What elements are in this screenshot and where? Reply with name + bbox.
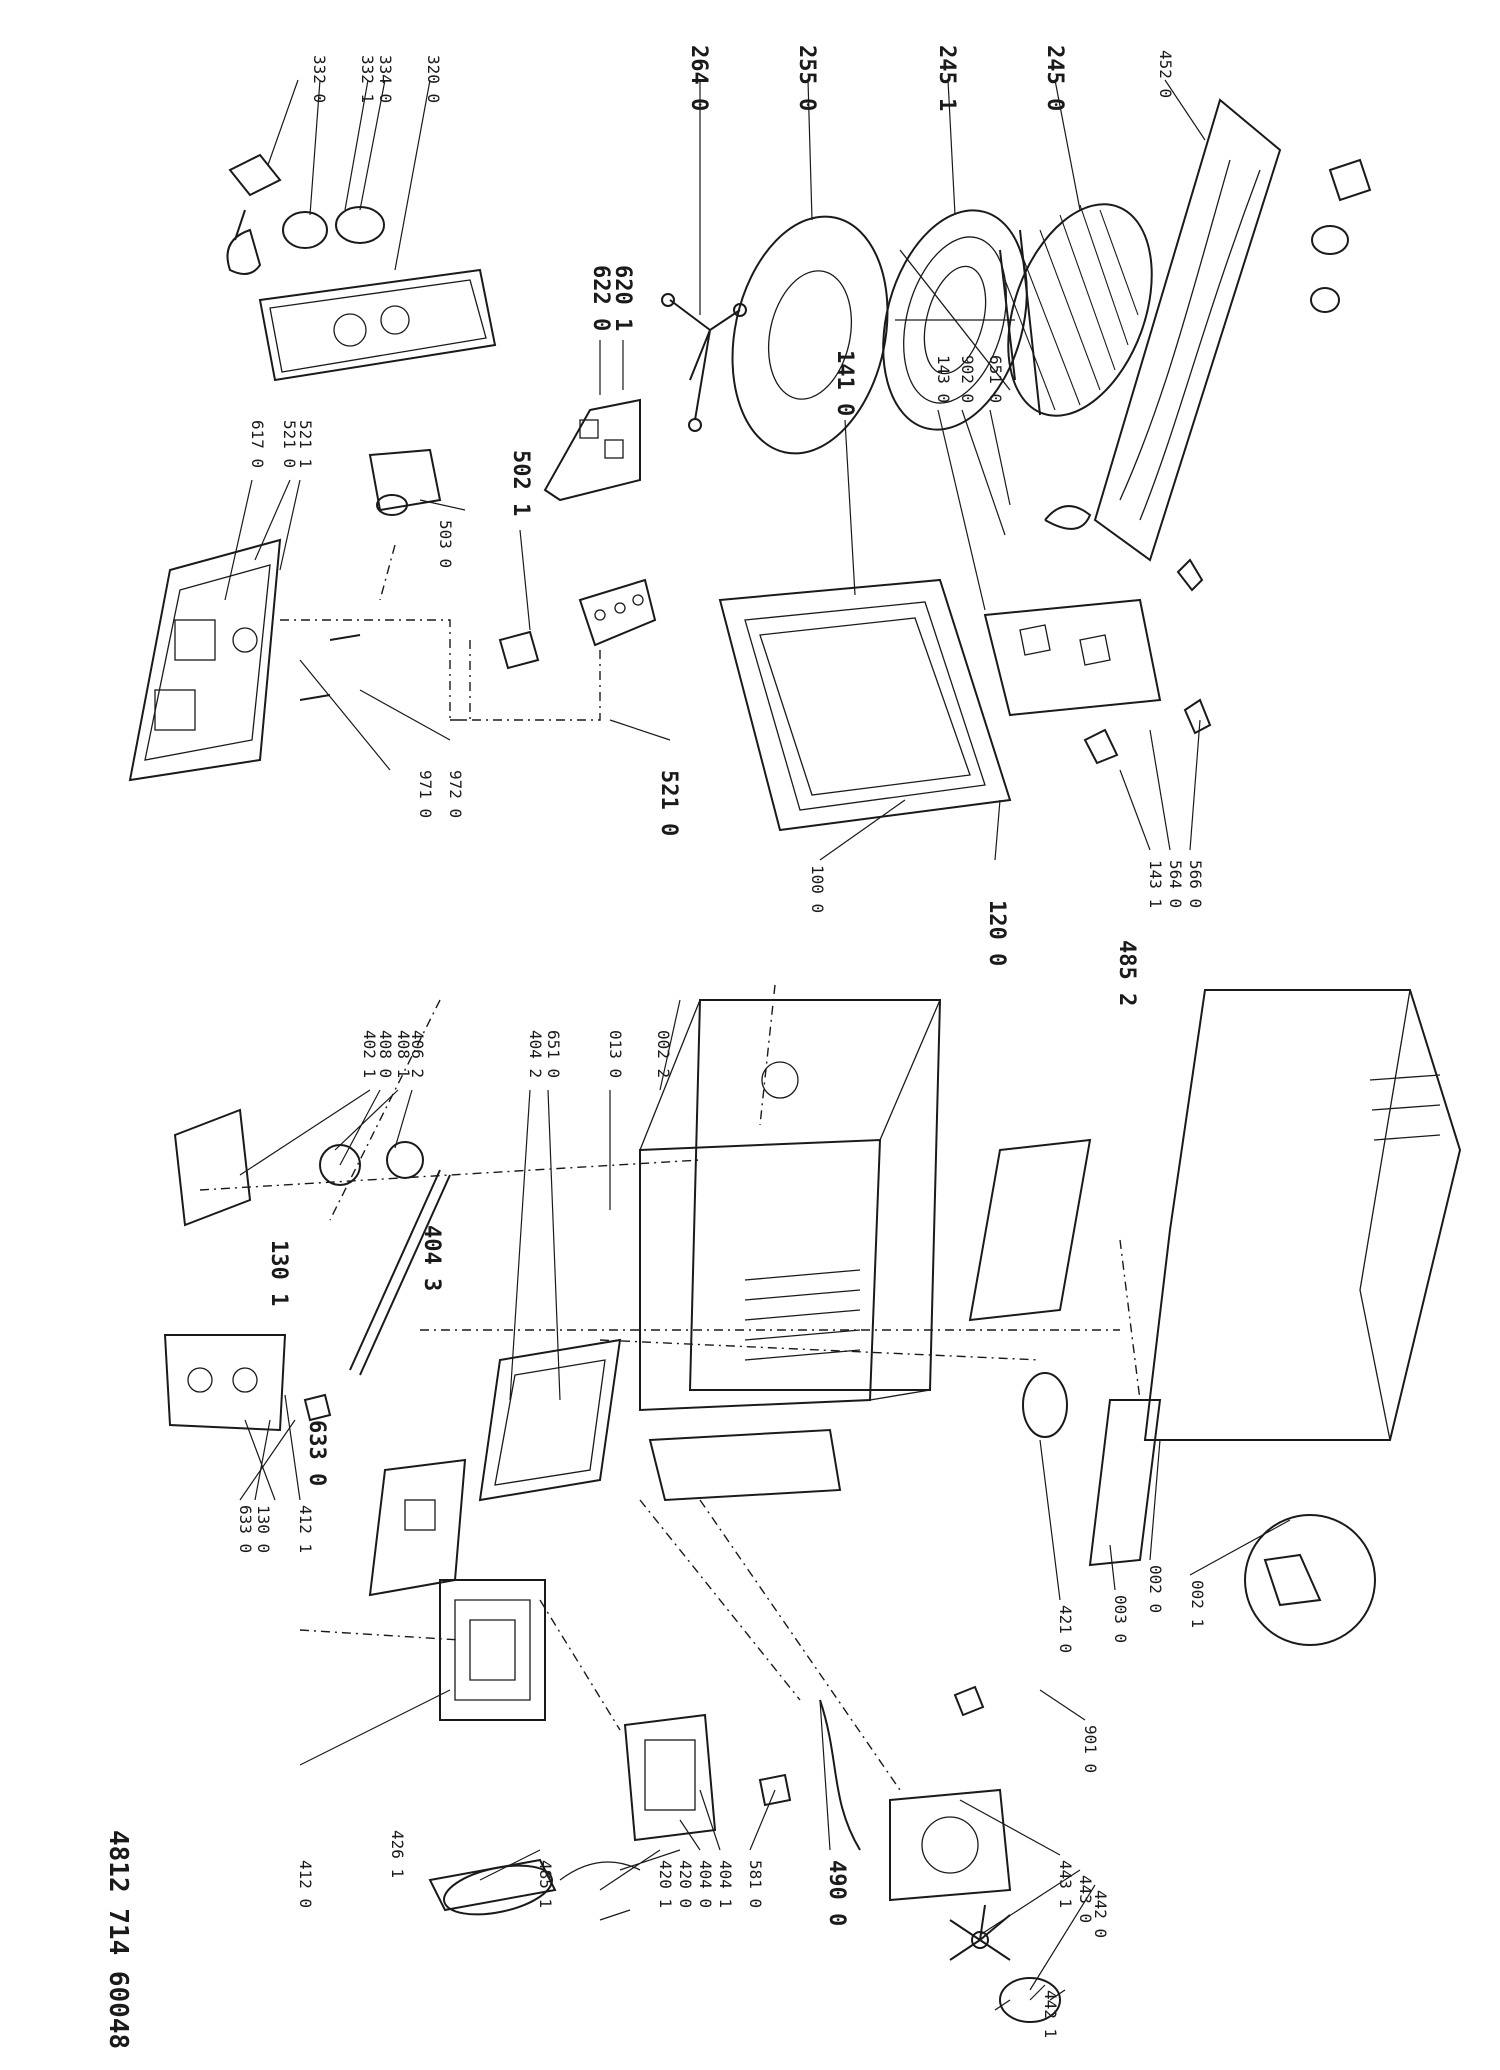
label-502-1: 502 1 xyxy=(508,450,533,516)
label-120-0: 120 0 xyxy=(984,900,1009,966)
capacitor-icon xyxy=(428,1858,641,1921)
magnetron-icon xyxy=(623,1713,717,1842)
grill-rack-icon xyxy=(999,203,1153,417)
label-485-1: 485 1 xyxy=(536,1860,555,1908)
label-408-1: 408 1 xyxy=(394,1030,413,1078)
label-971-0: 971 0 xyxy=(416,770,435,818)
glass-turntable-icon xyxy=(731,215,889,455)
label-485-2: 485 2 xyxy=(1114,940,1139,1006)
switch-module-icon xyxy=(368,448,657,670)
transformer-icon xyxy=(439,1579,546,1721)
label-633-0-a: 633 0 xyxy=(304,1420,329,1486)
label-443-1: 443 1 xyxy=(1056,1860,1075,1908)
label-402-1: 402 1 xyxy=(360,1030,379,1078)
label-013-0: 013 0 xyxy=(606,1030,625,1078)
label-503-0: 503 0 xyxy=(436,520,455,568)
turntable-motor-icon xyxy=(173,1108,451,1376)
hv-diode-plate-icon xyxy=(368,1458,467,1597)
label-412-0: 412 0 xyxy=(296,1860,315,1908)
door-icon xyxy=(718,578,1012,832)
waveguide-bracket-icon xyxy=(478,1338,622,1502)
label-420-1: 420 1 xyxy=(656,1860,675,1908)
label-406-2: 406 2 xyxy=(408,1030,427,1078)
mica-cover-icon xyxy=(648,1399,1162,1567)
fan-shroud-icon xyxy=(889,1788,1012,1902)
label-404-0: 404 0 xyxy=(696,1860,715,1908)
pcb-icon xyxy=(543,398,641,502)
knobs-icon xyxy=(226,153,385,275)
label-320-0: 320 0 xyxy=(424,55,443,103)
label-404-3: 404 3 xyxy=(419,1225,444,1291)
label-130-1: 130 1 xyxy=(266,1240,291,1306)
label-141-0: 141 0 xyxy=(832,350,857,416)
turntable-rack-icon xyxy=(882,209,1028,431)
label-264-0: 264 0 xyxy=(686,45,711,111)
label-651-0-b: 651 0 xyxy=(544,1030,563,1078)
label-521-0-a: 521 0 xyxy=(280,420,299,468)
label-332-0: 332 0 xyxy=(310,55,329,103)
fan-motor-icon xyxy=(994,1977,1066,2023)
label-404-2: 404 2 xyxy=(526,1030,545,1078)
label-490-0: 490 0 xyxy=(824,1860,849,1926)
label-002-2: 002 2 xyxy=(654,1030,673,1078)
label-633-0-b: 633 0 xyxy=(236,1505,255,1553)
label-408-0: 408 0 xyxy=(376,1030,395,1078)
label-564-0: 564 0 xyxy=(1166,860,1185,908)
label-404-1: 404 1 xyxy=(716,1860,735,1908)
turntable-coupler-icon xyxy=(661,293,747,432)
label-245-0: 245 0 xyxy=(1042,45,1067,111)
detail-circle-icon xyxy=(1244,1514,1376,1646)
label-622-0: 622 0 xyxy=(588,265,613,331)
hinge-bracket-icon xyxy=(983,505,1162,717)
label-100-0: 100 0 xyxy=(808,865,827,913)
label-002-0: 002 0 xyxy=(1146,1565,1165,1613)
leader-lines xyxy=(224,79,1291,2001)
label-130-0: 130 0 xyxy=(254,1505,273,1553)
label-002-1: 002 1 xyxy=(1188,1580,1207,1628)
part-labels: 452 0 245 0 245 1 255 0 264 0 320 0 334 … xyxy=(236,45,1207,2038)
label-420-0: 420 0 xyxy=(676,1860,695,1908)
grill-element-icon xyxy=(1093,98,1372,592)
label-442-0: 442 0 xyxy=(1091,1890,1110,1938)
label-412-1: 412 1 xyxy=(296,1505,315,1553)
control-panel-icon xyxy=(258,268,497,382)
cavity-icon xyxy=(639,999,1092,1438)
label-443-0: 443 0 xyxy=(1076,1875,1095,1923)
label-521-1: 521 1 xyxy=(296,420,315,468)
label-521-0-b: 521 0 xyxy=(656,770,681,836)
label-143-0: 143 0 xyxy=(934,355,953,403)
label-902-0: 902 0 xyxy=(958,355,977,403)
label-442-1: 442 1 xyxy=(1041,1990,1060,2038)
relay-block-icon xyxy=(128,538,361,782)
label-426-1: 426 1 xyxy=(388,1830,407,1878)
label-255-0: 255 0 xyxy=(794,45,819,111)
label-003-0: 003 0 xyxy=(1111,1595,1130,1643)
outer-casing-icon xyxy=(1143,989,1462,1441)
label-566-0: 566 0 xyxy=(1186,860,1205,908)
label-617-0: 617 0 xyxy=(248,420,267,468)
label-421-0: 421 0 xyxy=(1056,1605,1075,1653)
label-581-0: 581 0 xyxy=(746,1860,765,1908)
label-901-0: 901 0 xyxy=(1081,1725,1100,1773)
power-cord-icon xyxy=(758,1685,985,1851)
label-972-0: 972 0 xyxy=(446,770,465,818)
label-620-1: 620 1 xyxy=(610,265,635,331)
label-245-1: 245 1 xyxy=(934,45,959,111)
label-452-0: 452 0 xyxy=(1156,50,1175,98)
door-latch-icon xyxy=(1083,698,1212,765)
document-number: 4812 714 60048 xyxy=(103,1830,133,2049)
fuse-holder-icon xyxy=(163,1334,332,1432)
label-332-1: 332 1 xyxy=(358,55,377,103)
label-651-0-a: 651 0 xyxy=(986,355,1005,403)
label-143-1: 143 1 xyxy=(1146,860,1165,908)
label-334-0: 334 0 xyxy=(376,55,395,103)
fan-blade-icon xyxy=(949,1904,1011,1961)
